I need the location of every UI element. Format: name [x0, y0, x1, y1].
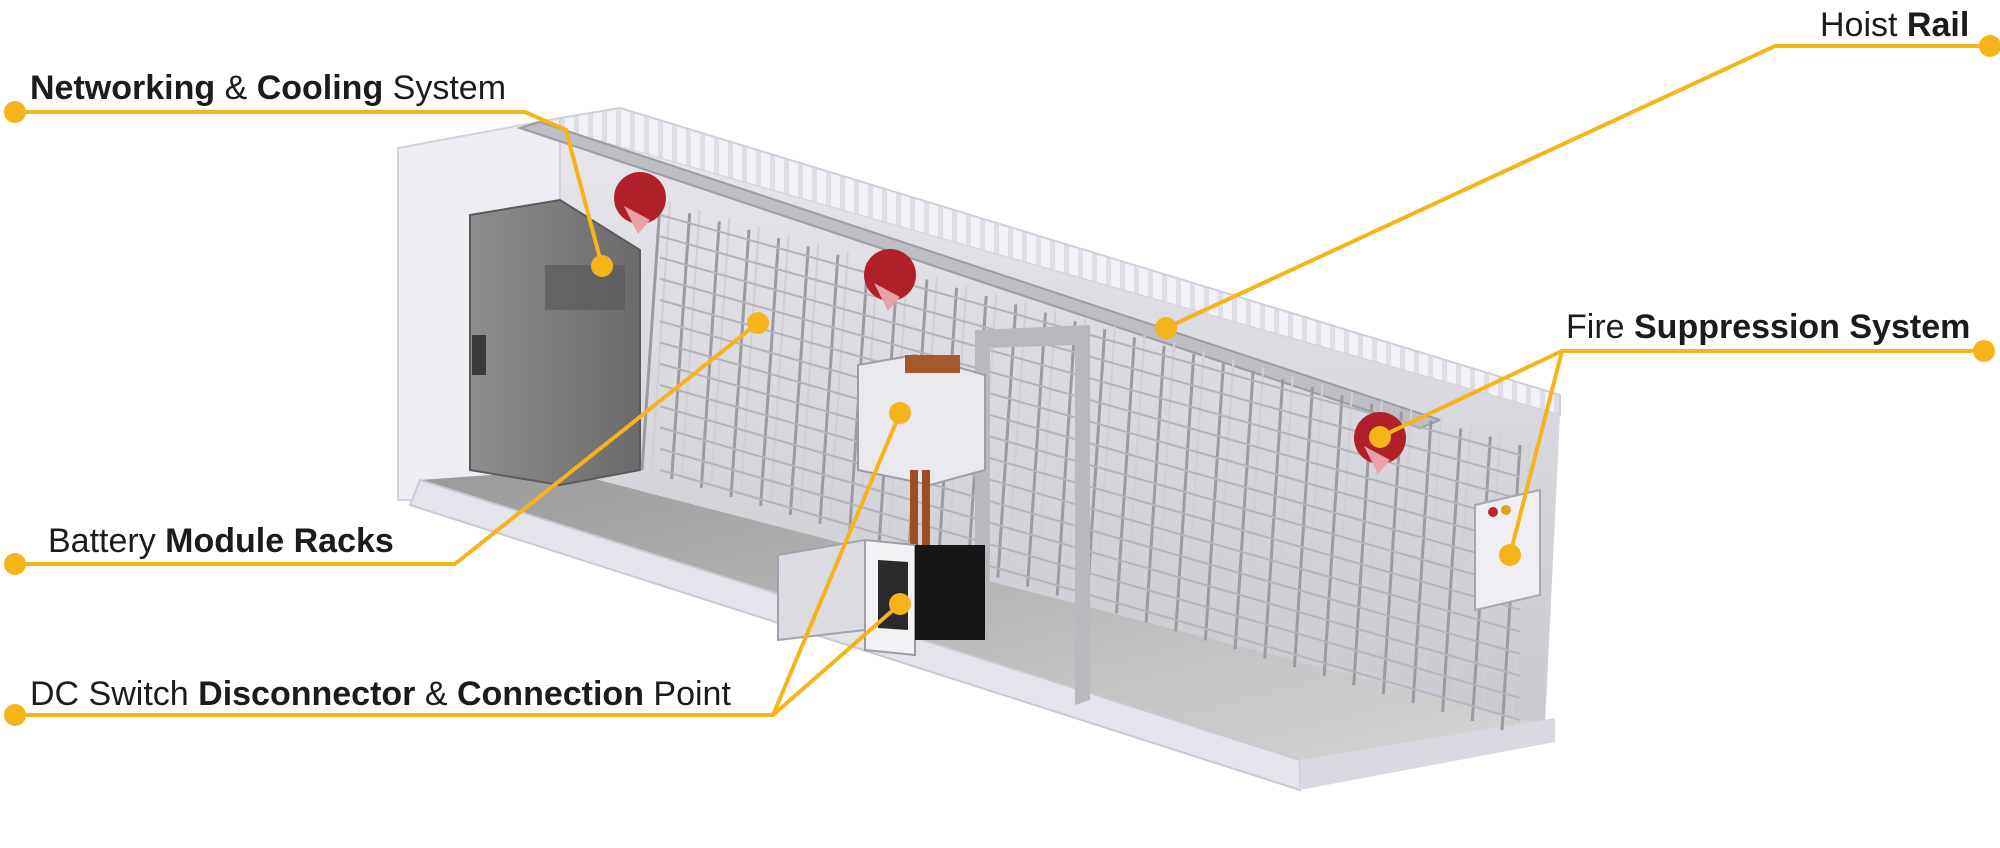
callout-label-dc-switch: DC Switch Disconnector & Connection Poin… — [30, 677, 731, 711]
rack-post — [640, 204, 662, 471]
callout-marker — [4, 553, 26, 575]
callout-text-run: Hoist — [1820, 6, 1907, 44]
callout-marker — [889, 593, 911, 615]
rack-post — [1322, 395, 1344, 677]
callout-label-fire-suppression: Fire Suppression System — [1566, 310, 1970, 344]
rack-post-highlight — [1244, 367, 1265, 647]
callout-text-run: System — [383, 69, 507, 107]
leader-fire-panel — [1508, 350, 1564, 556]
callout-text-run: Rail — [1906, 6, 1970, 44]
callout-marker — [889, 402, 911, 424]
callout-marker — [591, 255, 613, 277]
fire-nozzle — [614, 172, 666, 234]
rack-post-highlight — [1273, 375, 1294, 656]
rack-post — [788, 246, 810, 515]
callout-text-run: Networking — [30, 69, 216, 107]
callout-label-battery-racks: Battery Module Racks — [48, 524, 394, 558]
callout-marker — [1979, 35, 2000, 57]
callout-marker — [4, 101, 26, 123]
callout-text-run: Disconnector — [198, 675, 416, 713]
rack-post-highlight — [769, 235, 790, 503]
callout-label-hoist-rail: Hoist Rail — [1820, 8, 1969, 42]
rack-post — [1381, 411, 1403, 695]
callout-label-networking-cooling: Networking & Cooling System — [30, 71, 506, 105]
leader-networking-cooling — [15, 110, 604, 267]
rack-post — [1292, 386, 1314, 668]
callout-marker — [4, 704, 26, 726]
callout-marker — [1499, 544, 1521, 566]
rack-post — [1263, 378, 1285, 659]
callout-text-run: Point — [643, 675, 731, 713]
leader-battery-racks — [15, 321, 760, 566]
rack-post-highlight — [1095, 326, 1116, 602]
rack-post — [729, 229, 751, 497]
callout-text-run: & — [415, 675, 457, 713]
rack-post-highlight — [1125, 334, 1146, 611]
callout-text-run: Connection — [456, 675, 644, 713]
rack-post-highlight — [651, 201, 671, 468]
rack-post — [759, 238, 781, 506]
callout-text-run: Cooling — [256, 69, 384, 107]
callout-text-run: Module Racks — [165, 522, 394, 560]
rack-post-highlight — [680, 210, 701, 477]
rack-post-highlight — [1422, 417, 1443, 701]
rack-post-highlight — [1333, 392, 1354, 674]
rack-post-highlight — [1214, 359, 1235, 638]
leader-hoist-rail — [1165, 44, 1990, 330]
rack-post-highlight — [1392, 408, 1413, 692]
callout-text-run: Battery — [48, 522, 166, 560]
callout-text-run: & — [215, 69, 257, 107]
rack-post — [670, 213, 692, 480]
rack-post — [818, 254, 840, 524]
callout-text-run: Fire — [1566, 308, 1634, 346]
callout-text-run: DC Switch — [30, 675, 199, 713]
rack-post — [699, 221, 721, 489]
rack-post-highlight — [1184, 350, 1205, 629]
switch-frame — [975, 325, 1090, 705]
network-cabinet — [469, 198, 641, 487]
rack-post-highlight — [1303, 384, 1324, 665]
rack-post — [1441, 428, 1463, 713]
rack-post-highlight — [1451, 425, 1472, 710]
callout-marker — [1973, 340, 1995, 362]
leader-connection-point — [771, 602, 902, 717]
rack-post-highlight — [828, 251, 849, 521]
rack-post-highlight — [739, 226, 760, 494]
rack-post-highlight — [799, 243, 820, 512]
callout-leaders — [4, 35, 2000, 726]
fire-nozzle — [864, 249, 916, 311]
callout-marker — [1155, 317, 1177, 339]
callout-text-run: Suppression System — [1634, 308, 1971, 346]
callout-marker — [747, 312, 769, 334]
callout-marker — [1369, 426, 1391, 448]
rack-post-highlight — [1155, 342, 1176, 620]
connection-box-door — [777, 538, 866, 642]
rack-post — [1411, 420, 1433, 704]
